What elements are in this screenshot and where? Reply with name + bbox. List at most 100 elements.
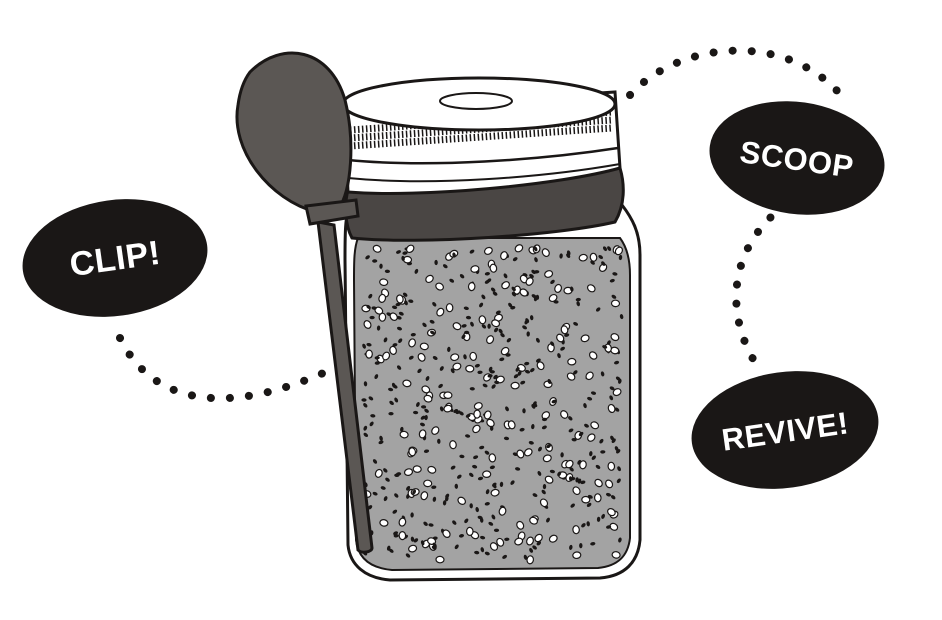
chia-seed (492, 483, 497, 489)
chia-seed (537, 470, 542, 476)
chia-seed (523, 554, 528, 560)
chia-seed (569, 544, 573, 550)
chia-seed (487, 323, 491, 329)
chia-seed (549, 469, 555, 474)
chia-seed (432, 356, 438, 360)
chia-seed (556, 333, 565, 343)
clip-badge: CLIP! (22, 199, 208, 317)
chia-seed (434, 259, 438, 266)
chia-seed (532, 493, 538, 498)
chia-seed (376, 325, 381, 331)
chia-seed (442, 500, 447, 506)
chia-seed (366, 304, 371, 310)
spoon-clip (304, 198, 360, 226)
connector-clip (116, 334, 334, 403)
chia-seed (398, 311, 404, 316)
chia-seed (516, 449, 525, 459)
chia-seed (609, 386, 615, 391)
chia-seed (578, 253, 588, 262)
jar-lid-emboss (439, 92, 513, 110)
chia-seed (404, 300, 408, 306)
chia-seed (505, 406, 509, 412)
chia-seed (559, 253, 563, 259)
chia-seed (618, 254, 623, 261)
chia-seed (523, 448, 533, 457)
chia-seed (551, 399, 557, 404)
chia-seed (423, 479, 433, 488)
chia-seed (605, 479, 614, 489)
chia-seed (361, 398, 367, 402)
chia-seed (396, 472, 402, 476)
chia-seed (522, 408, 526, 414)
chia-seed (419, 342, 429, 351)
chia-seed (498, 506, 507, 516)
chia-seed (452, 520, 457, 525)
chia-seed (391, 382, 396, 388)
chia-seed (533, 246, 538, 252)
chia-seed (566, 250, 571, 256)
chia-seed (617, 466, 622, 472)
chia-seed (421, 405, 427, 409)
chia-seed (420, 491, 429, 501)
chia-seed (542, 417, 548, 422)
chia-seed (485, 489, 490, 495)
chia-seed (396, 316, 402, 320)
chia-seed (607, 508, 616, 517)
chia-seed (486, 418, 495, 428)
chia-seed (542, 484, 547, 490)
chia-seed (420, 415, 426, 420)
chia-seed (388, 412, 394, 416)
chia-seed (560, 325, 569, 335)
chia-seed (447, 346, 451, 352)
chia-seed (570, 503, 575, 508)
chia-seed (402, 292, 408, 297)
chia-seed (490, 488, 500, 497)
chia-seed (472, 424, 481, 434)
chia-seed (396, 250, 401, 254)
chia-seed (489, 542, 499, 551)
chia-seed (590, 391, 597, 395)
chia-seed (431, 426, 440, 435)
chia-seed (399, 430, 409, 439)
chia-seed (372, 244, 382, 253)
chia-seed (548, 534, 558, 543)
chia-seed (491, 514, 496, 520)
chia-seed (395, 302, 401, 307)
chia-seed (369, 421, 374, 427)
chia-seed (398, 338, 403, 344)
chia-seed (389, 312, 398, 321)
chia-seed (599, 438, 604, 444)
chia-seed (383, 496, 388, 502)
chia-seed (435, 555, 445, 564)
chia-seed (465, 364, 475, 373)
chia-seed (465, 413, 471, 418)
chia-seed (529, 315, 534, 321)
chia-seed (408, 299, 414, 303)
chia-seed (422, 322, 427, 328)
chia-seed (526, 331, 530, 337)
chia-seed (374, 356, 380, 360)
chia-seed (402, 251, 408, 255)
chia-seed (366, 342, 372, 347)
chia-seed (380, 486, 386, 490)
chia-seed (584, 423, 589, 428)
chia-seed (572, 551, 582, 560)
chia-seed (410, 512, 414, 518)
chia-seed (400, 426, 404, 432)
chia-seed (569, 467, 574, 472)
chia-seed (408, 447, 417, 457)
chia-seed (536, 541, 542, 546)
chia-seed (602, 246, 608, 252)
chia-seed (423, 394, 433, 403)
chia-seed (609, 278, 615, 283)
chia-seed (469, 387, 475, 391)
chia-seed (500, 251, 508, 261)
chia-seed (526, 536, 534, 546)
chia-seed (534, 533, 543, 543)
chia-seed (503, 436, 510, 441)
chia-seed (459, 454, 465, 459)
chia-seed (481, 294, 486, 300)
chia-seed (374, 468, 383, 478)
chia-seed (410, 536, 415, 542)
chia-seed (464, 330, 470, 335)
